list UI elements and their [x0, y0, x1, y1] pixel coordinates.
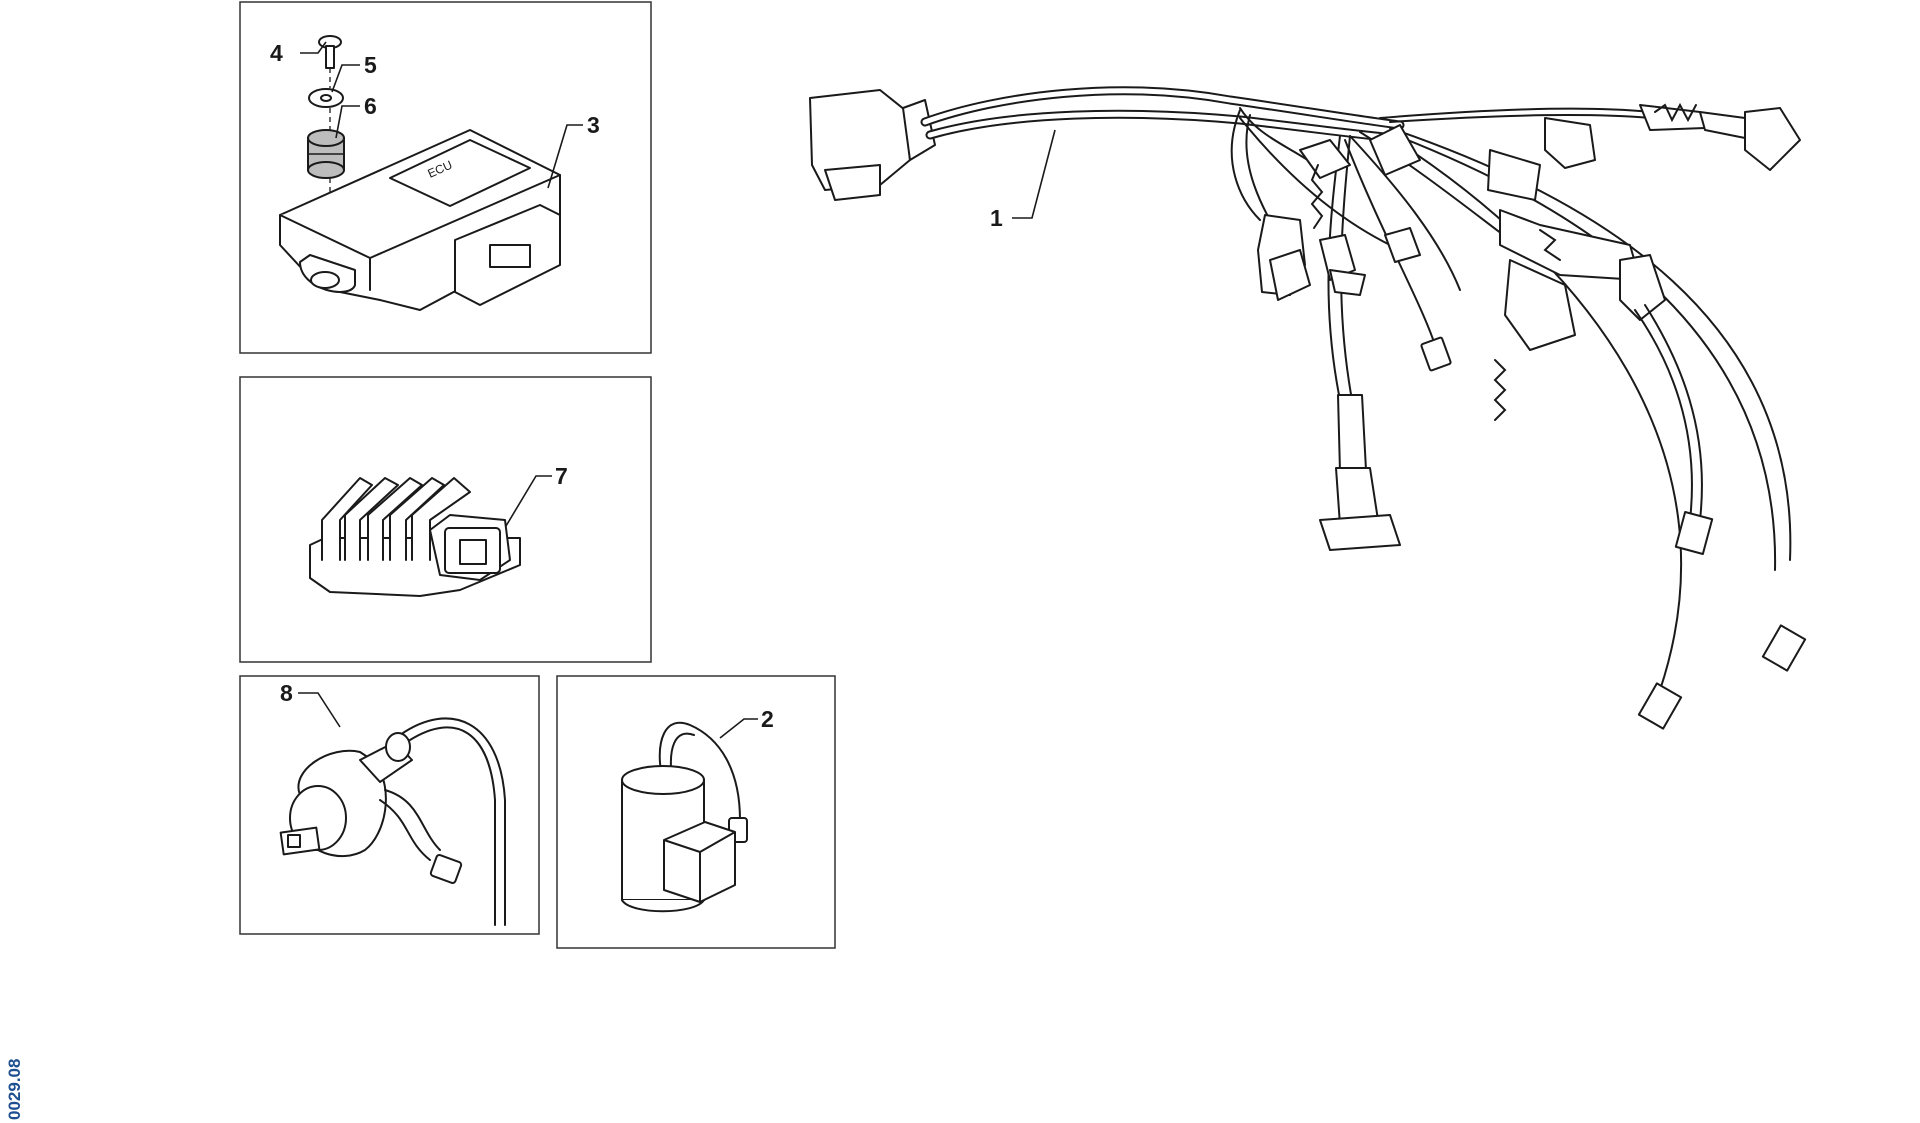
wiring-harness-part: 1 [809, 86, 1807, 730]
callout-7: 7 [555, 463, 568, 489]
panel-regulator: 7 [239, 376, 652, 663]
callout-1: 1 [990, 205, 1003, 231]
callout-4: 4 [270, 40, 283, 66]
panel-control-unit: ECU 4 5 6 3 [239, 1, 652, 354]
control-unit-part: ECU [279, 129, 561, 311]
callout-2: 2 [761, 706, 774, 732]
grommet-part [307, 129, 345, 179]
callout-3: 3 [587, 112, 600, 138]
panel-sensor: 2 [556, 675, 836, 949]
regulator-part [309, 477, 521, 597]
callout-8: 8 [280, 680, 293, 706]
sensor-part [621, 722, 748, 913]
figure-code: 0029.08 [5, 1059, 24, 1120]
panel-ignition-coil: 8 [239, 675, 540, 935]
washer-part [308, 88, 344, 108]
callout-5: 5 [364, 52, 377, 78]
ignition-coil-part [279, 717, 506, 926]
callout-6: 6 [364, 93, 377, 119]
